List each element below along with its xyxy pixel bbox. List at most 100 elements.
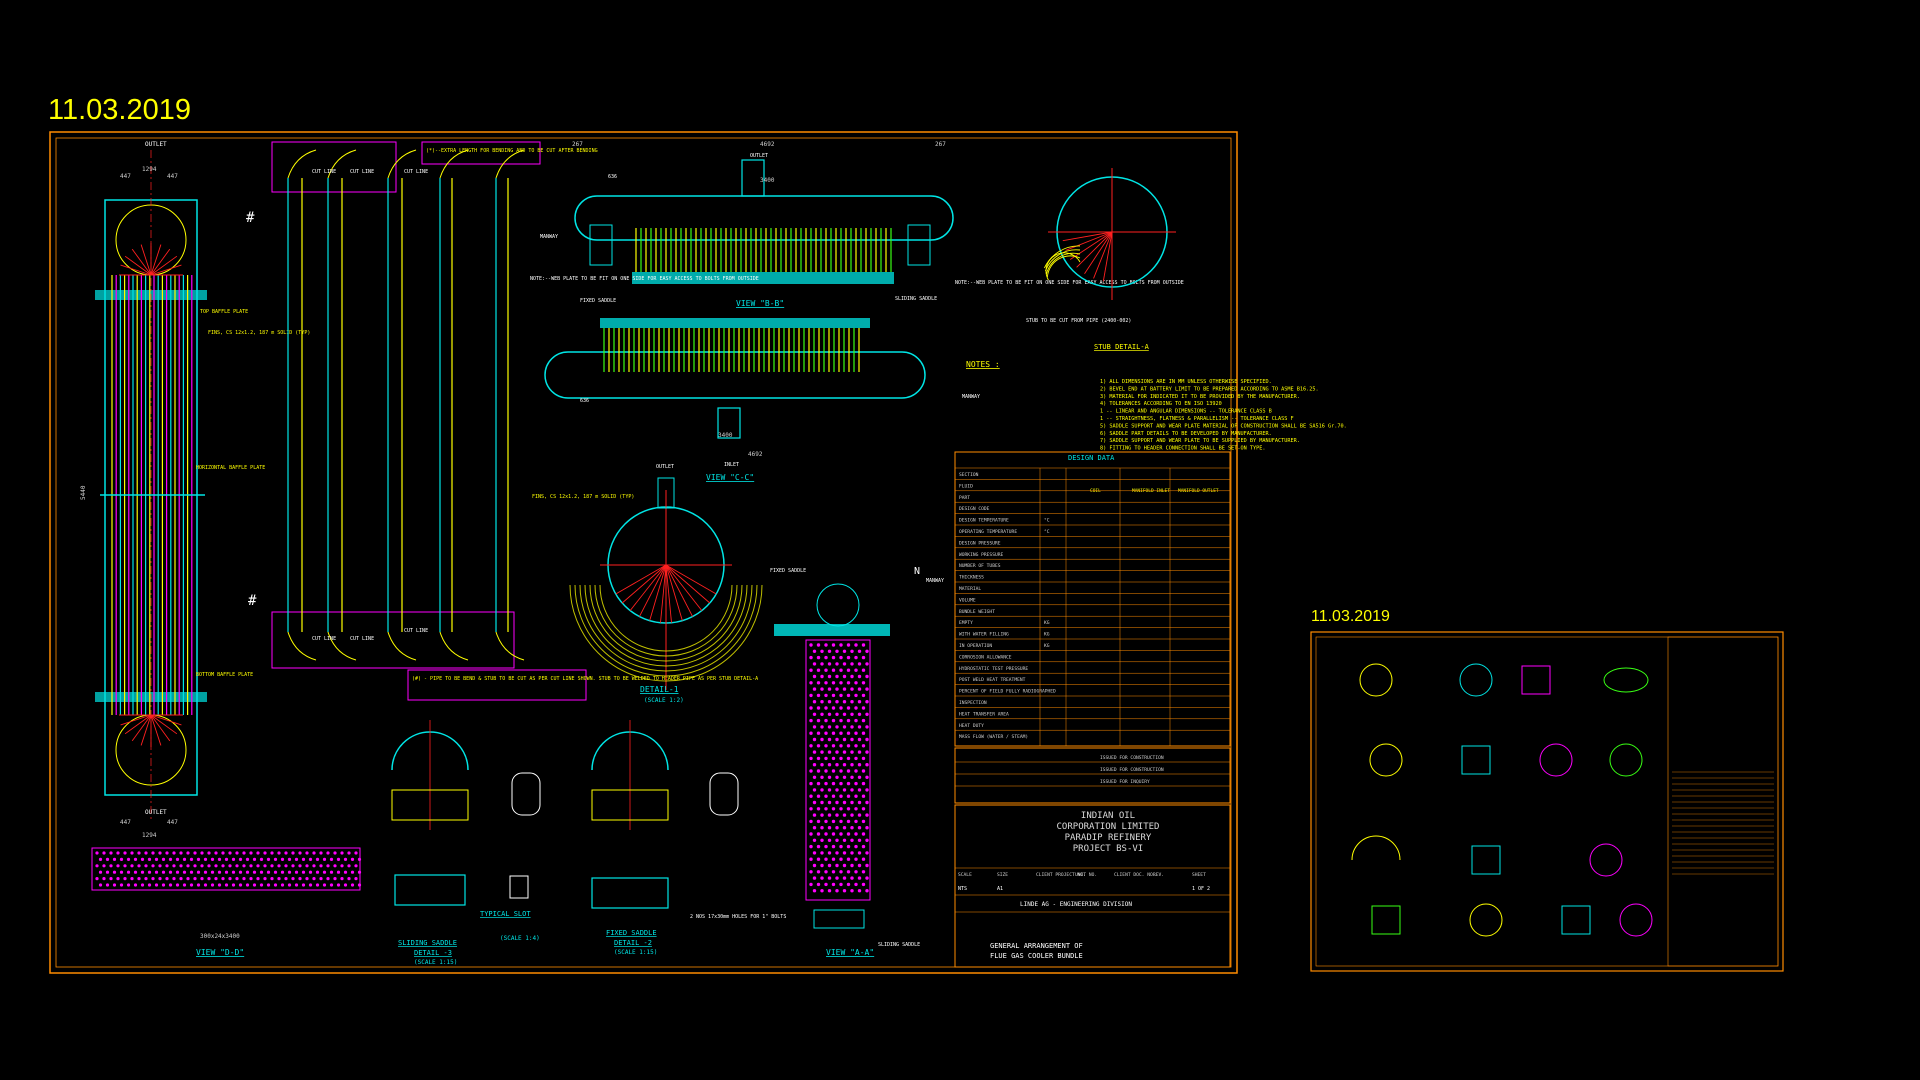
tube-hole bbox=[203, 870, 208, 874]
fan-spoke bbox=[150, 264, 182, 276]
aa-tube-sheet bbox=[805, 639, 871, 901]
tube-hole bbox=[846, 832, 851, 836]
note-line: 7) SADDLE SUPPORT AND WEAR PLATE TO BE S… bbox=[1100, 438, 1300, 444]
tube-hole bbox=[98, 857, 103, 862]
company-line-2: CORPORATION LIMITED bbox=[1057, 822, 1160, 832]
row-label: PERCENT OF FIELD FULLY RADIOGRAPHED bbox=[959, 689, 1056, 695]
tube-hole bbox=[312, 877, 316, 881]
tube-hole bbox=[839, 882, 843, 887]
tube-hole bbox=[315, 883, 320, 887]
tube-hole bbox=[820, 788, 824, 792]
tube-hole bbox=[865, 826, 869, 830]
tube-hole bbox=[865, 700, 869, 704]
title-block-frame bbox=[954, 804, 1231, 968]
tube-hole bbox=[319, 877, 323, 881]
detail-1: DETAIL-1 (SCALE 1:2) OUTLET bbox=[569, 464, 763, 704]
tube-hole bbox=[861, 781, 866, 786]
tube-hole bbox=[284, 877, 288, 881]
tube-hole bbox=[277, 864, 281, 868]
tube-bundle-side-view: OUTLET OUTLET 1294 447 447 1294 447 447 … bbox=[80, 141, 310, 839]
cut-line-6: CUT LINE bbox=[404, 628, 428, 634]
dim-3400-top: 3400 bbox=[760, 177, 775, 184]
dim-4692-top: 4692 bbox=[760, 141, 775, 148]
fan-spoke bbox=[1065, 231, 1113, 251]
tube-hole bbox=[158, 877, 162, 881]
tube-hole bbox=[228, 851, 232, 855]
tube-hole bbox=[196, 857, 201, 862]
tube-hole bbox=[854, 681, 858, 685]
tube-hole bbox=[809, 643, 813, 647]
tube-hole bbox=[857, 788, 862, 792]
tube-hole bbox=[827, 863, 832, 868]
tube-hole bbox=[256, 851, 260, 855]
tube-hole bbox=[193, 864, 197, 868]
tube-hole bbox=[865, 788, 869, 792]
tube-hole bbox=[287, 870, 292, 874]
tube-hole bbox=[865, 876, 869, 880]
dim-5440-left: 5440 bbox=[80, 485, 87, 500]
tube-hole bbox=[809, 718, 813, 723]
u-bend bbox=[594, 584, 738, 657]
tube-hole bbox=[835, 788, 839, 792]
tube-hole bbox=[812, 674, 817, 679]
tube-hole bbox=[831, 718, 836, 723]
tube-hole bbox=[854, 832, 858, 836]
tube-hole bbox=[857, 876, 862, 880]
tube-hole bbox=[846, 807, 851, 811]
bb-sliding-saddle-label: SLIDING SADDLE bbox=[895, 296, 937, 302]
tube-hole bbox=[827, 813, 832, 817]
tube-hole bbox=[824, 643, 828, 647]
tube-hole bbox=[854, 819, 858, 824]
tube-hole bbox=[857, 750, 862, 754]
tube-hole bbox=[846, 882, 851, 887]
tube-hole bbox=[812, 863, 817, 868]
tube-hole bbox=[224, 870, 229, 874]
tube-hole bbox=[165, 851, 169, 855]
tube-hole bbox=[151, 864, 155, 868]
cut-line-4: CUT LINE bbox=[312, 636, 336, 642]
fan-spoke bbox=[1084, 231, 1113, 275]
tube-hole bbox=[319, 851, 323, 855]
u-bend bbox=[589, 584, 743, 662]
tube-hole bbox=[842, 687, 847, 691]
tube-hole bbox=[857, 725, 862, 729]
tube-hole bbox=[857, 649, 862, 653]
tube-hole bbox=[824, 882, 828, 887]
tube-hole bbox=[263, 851, 267, 855]
tube-hole bbox=[865, 687, 869, 691]
tube-hole bbox=[839, 731, 843, 735]
bb-left-saddle bbox=[589, 224, 613, 266]
company-line-3: PARADIP REFINERY bbox=[1065, 833, 1152, 843]
tube-hole bbox=[175, 870, 180, 874]
view-bb: VIEW "B-B" 4692 267 267 3400 OUTLET MANW… bbox=[530, 141, 1184, 308]
tube-hole bbox=[846, 781, 851, 786]
cut-line-5: CUT LINE bbox=[350, 636, 374, 642]
fan-spoke bbox=[665, 564, 693, 617]
tube-hole bbox=[824, 744, 828, 748]
tube-hole bbox=[291, 864, 295, 868]
tube-hole bbox=[854, 643, 858, 647]
tube-hole bbox=[95, 864, 99, 868]
tube-hole bbox=[336, 870, 341, 874]
tube-hole bbox=[186, 877, 190, 881]
tube-hole bbox=[168, 870, 173, 874]
tube-hole bbox=[824, 668, 828, 672]
tube-bend bbox=[495, 631, 525, 661]
tube-hole bbox=[231, 857, 236, 862]
fan-spoke bbox=[1102, 231, 1113, 282]
tube-hole bbox=[126, 870, 131, 874]
tube-hole bbox=[857, 662, 862, 666]
tube-hole bbox=[196, 883, 201, 887]
tube-hole bbox=[839, 718, 843, 723]
tube-hole bbox=[820, 889, 824, 893]
tube-hole bbox=[182, 883, 187, 887]
tube-hole bbox=[816, 819, 821, 824]
tube-hole bbox=[252, 883, 257, 887]
fan-spoke bbox=[124, 714, 152, 735]
tube-hole bbox=[820, 649, 824, 653]
tube-hole bbox=[221, 864, 225, 868]
tube-hole bbox=[116, 851, 120, 855]
